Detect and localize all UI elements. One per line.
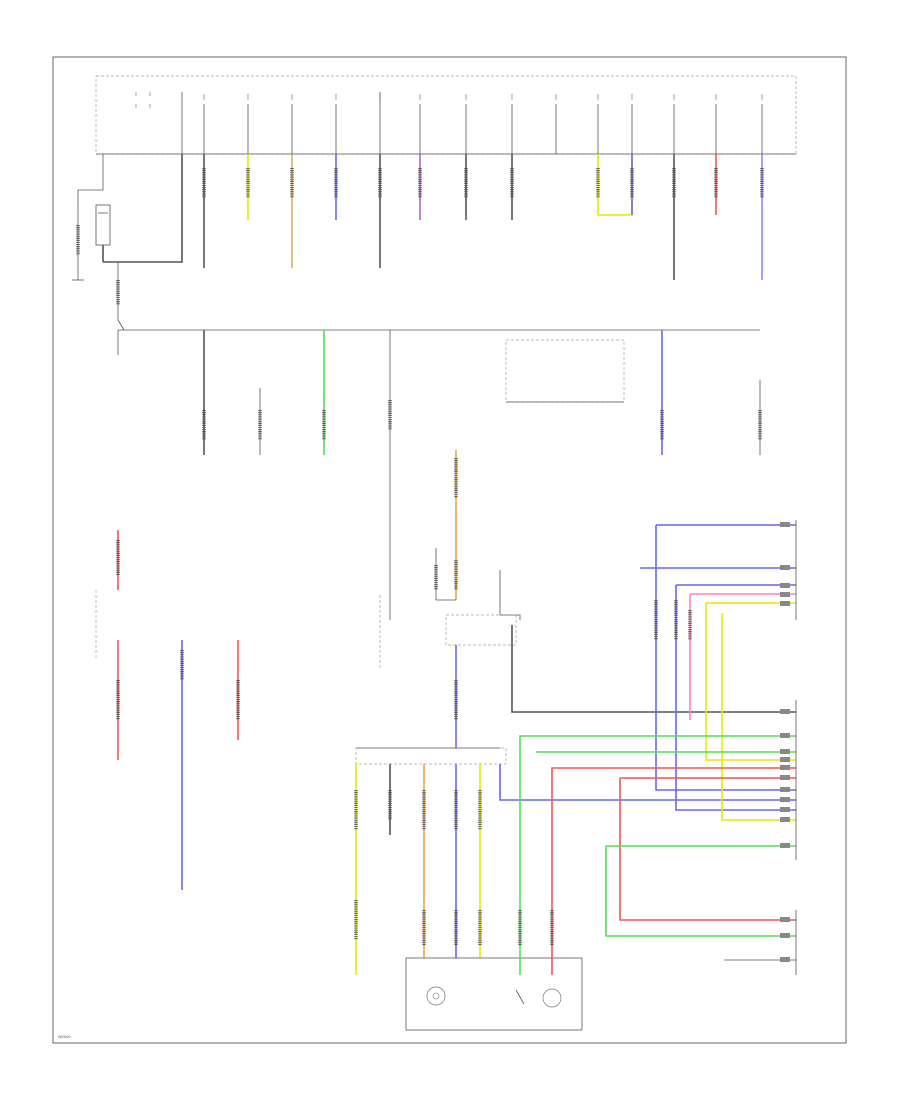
center-hatching (354, 458, 482, 945)
fuse-tick-1 (135, 92, 151, 96)
fuse-tick-3 (203, 94, 763, 100)
engine-room-fuse-block (95, 75, 797, 155)
connector-pin-labels (780, 522, 790, 962)
diagram-border (52, 56, 847, 1044)
combination-meter (426, 986, 562, 1008)
meter-switch (515, 989, 525, 1005)
bus-fuse-drops (203, 330, 761, 620)
center-circuits (355, 450, 796, 1031)
diagram-footer-code: W0000 (58, 1035, 71, 1039)
ignition-switch (117, 319, 125, 331)
right-harness (519, 524, 796, 975)
fuse-tick-2 (135, 104, 151, 108)
battery-circuit (77, 154, 183, 355)
fuse-output-wires (203, 154, 763, 280)
wire-hatching (76, 168, 764, 305)
bus-hatching (202, 400, 762, 440)
fuse-slot-labels (135, 92, 763, 108)
left-lower-circuits (95, 530, 381, 890)
fuse-column-lines (181, 92, 763, 154)
right-hatching (518, 600, 692, 945)
left-hatching (116, 540, 240, 720)
